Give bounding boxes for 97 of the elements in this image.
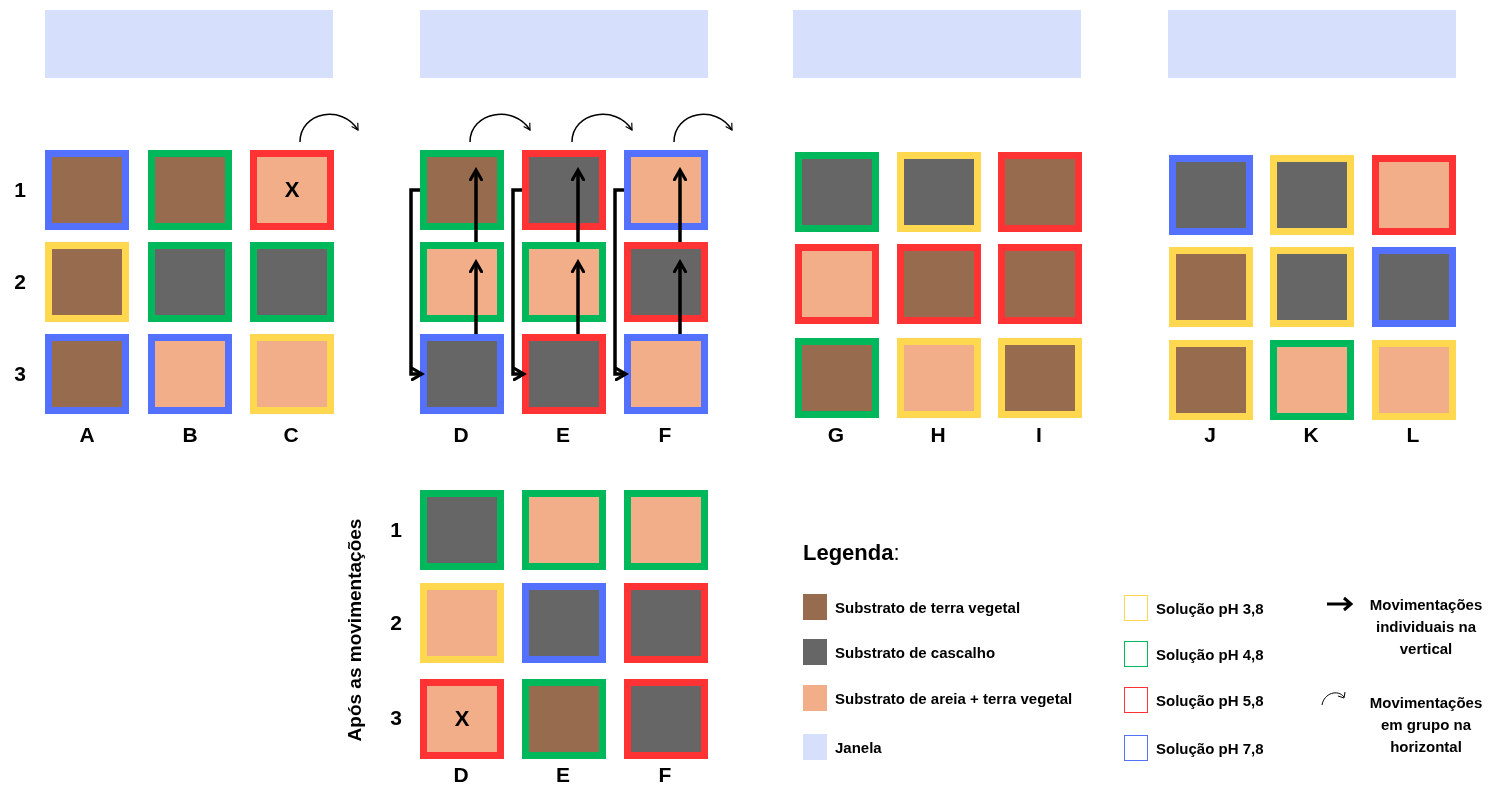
row-number: 1 [14, 178, 26, 202]
pot-square [420, 242, 504, 322]
pot-square [250, 150, 334, 230]
legend-text: Substrato de areia + terra vegetal [835, 689, 1073, 707]
arrow [672, 260, 688, 334]
column-letter: I [1036, 423, 1042, 447]
pot-square [420, 490, 504, 570]
arrow [570, 260, 586, 334]
legend-text: Solução pH 3,8 [1156, 599, 1264, 617]
pot-mark: X [284, 177, 300, 203]
pot-square [45, 334, 129, 414]
row-number: 2 [14, 270, 26, 294]
pot-square [998, 244, 1082, 324]
pot-square [420, 583, 504, 663]
arrow [468, 168, 484, 242]
pot-square [998, 152, 1082, 232]
column-letter: C [283, 423, 299, 447]
window-band [420, 10, 708, 78]
pot-square [795, 338, 879, 418]
pot-square [45, 150, 129, 230]
pot-square [1372, 155, 1456, 235]
row-number: 1 [390, 518, 402, 542]
arrow [409, 188, 424, 382]
column-letter: H [930, 423, 946, 447]
pot-mark: X [454, 706, 470, 732]
pot-square [1270, 247, 1354, 327]
pot-square [1169, 247, 1253, 327]
arrow [469, 113, 531, 143]
pot-square [624, 583, 708, 663]
window-band [1168, 10, 1456, 78]
arrow [511, 188, 526, 382]
column-letter: E [556, 763, 570, 787]
pot-square [1169, 340, 1253, 420]
arrow [468, 260, 484, 334]
pot-square [420, 150, 504, 230]
arrow [613, 188, 628, 382]
arrow [673, 113, 733, 143]
column-letter: F [658, 763, 672, 787]
legend-text: Movimentações em grupo na horizontal [1368, 693, 1484, 757]
legend-text: Substrato de cascalho [835, 643, 996, 661]
pot-square [624, 242, 708, 322]
pot-square [522, 490, 606, 570]
pot-square [522, 150, 606, 230]
row-number: 3 [390, 706, 402, 730]
row-number: 3 [14, 362, 26, 386]
legend-text: Substrato de terra vegetal [835, 598, 1021, 616]
axis-caption: Após as movimentações [344, 518, 366, 742]
pot-square [250, 334, 334, 414]
pot-square [522, 334, 606, 414]
pot-square [624, 150, 708, 230]
column-letter: G [827, 423, 845, 447]
column-letter: D [453, 423, 469, 447]
pot-square [795, 244, 879, 324]
pot-square [148, 334, 232, 414]
column-letter: K [1303, 423, 1319, 447]
pot-square [1169, 155, 1253, 235]
legend-heading: Legenda: [803, 540, 900, 566]
pot-square [897, 244, 981, 324]
pot-square [897, 152, 981, 232]
arrow [571, 113, 633, 143]
column-letter: L [1406, 423, 1420, 447]
pot-square [45, 242, 129, 322]
pot-square [420, 334, 504, 414]
arrow [570, 168, 586, 242]
pot-square [522, 583, 606, 663]
column-letter: J [1204, 423, 1216, 447]
column-letter: F [658, 423, 672, 447]
window-band [793, 10, 1081, 78]
column-letter: B [182, 423, 198, 447]
arrow [672, 168, 688, 242]
pot-square [1270, 340, 1354, 420]
pot-square [1270, 155, 1354, 235]
pot-square [522, 242, 606, 322]
pot-square [897, 338, 981, 418]
pot-square [420, 679, 504, 759]
pot-square [795, 152, 879, 232]
pot-square [148, 150, 232, 230]
window-band [45, 10, 333, 78]
legend-text: Janela [835, 738, 882, 756]
column-letter: D [453, 763, 469, 787]
legend-text: Solução pH 7,8 [1156, 739, 1264, 757]
column-letter: E [556, 423, 570, 447]
pot-square [624, 490, 708, 570]
pot-square [250, 242, 334, 322]
arrow [299, 113, 359, 143]
legend-text: Solução pH 5,8 [1156, 691, 1264, 709]
legend-text: Movimentações individuais na vertical [1368, 595, 1484, 659]
legend-text: Solução pH 4,8 [1156, 645, 1264, 663]
pot-square [1372, 340, 1456, 420]
pot-square [522, 679, 606, 759]
pot-square [624, 679, 708, 759]
row-number: 2 [390, 611, 402, 635]
pot-square [1372, 247, 1456, 327]
pot-square [998, 338, 1082, 418]
pot-square [148, 242, 232, 322]
column-letter: A [79, 423, 95, 447]
pot-square [624, 334, 708, 414]
